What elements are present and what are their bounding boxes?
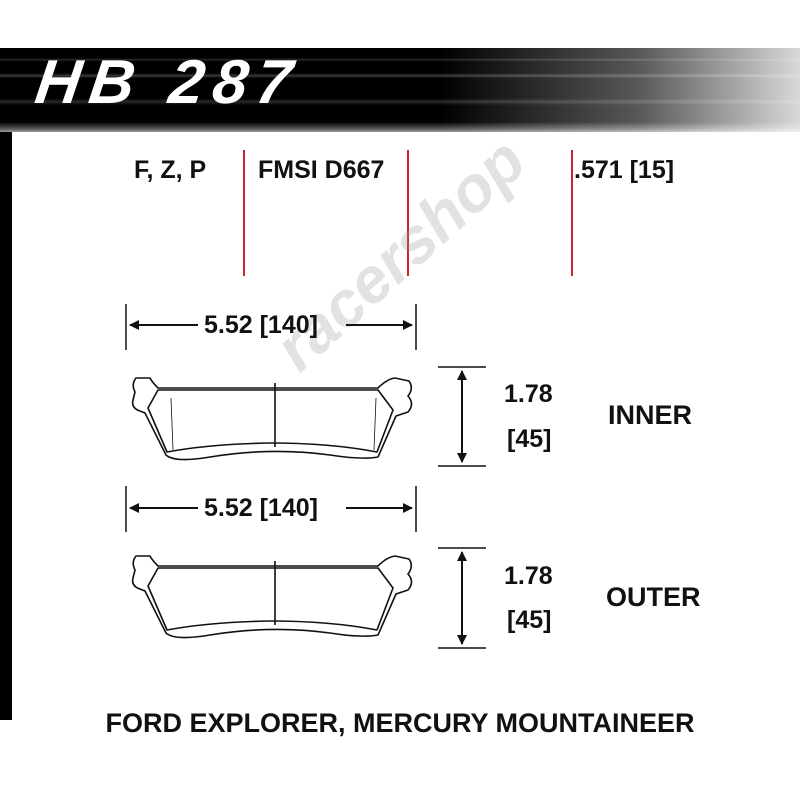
inner-width-dimension <box>125 304 417 350</box>
inner-height-inches: 1.78 <box>504 380 553 408</box>
fmsi-number: FMSI D667 <box>258 156 385 184</box>
inner-height-mm: [45] <box>507 425 552 453</box>
outer-pad-label: OUTER <box>606 582 701 612</box>
inner-height-dimension <box>438 366 486 467</box>
red-divider-3 <box>571 150 573 276</box>
pad-thickness: .571 [15] <box>574 156 675 184</box>
outer-height-dimension <box>438 547 486 649</box>
outer-height-mm: [45] <box>507 606 552 634</box>
header-fade <box>0 48 800 132</box>
left-frame-rule <box>0 132 12 720</box>
outer-width-label: 5.52 [140] <box>204 494 318 522</box>
compound-list: F, Z, P <box>134 156 207 184</box>
outer-pad-shape <box>131 555 413 639</box>
inner-pad-shape <box>131 377 413 461</box>
inner-width-label: 5.52 [140] <box>204 311 318 339</box>
vehicle-fitment: FORD EXPLORER, MERCURY MOUNTAINEER <box>105 708 695 738</box>
red-divider-2 <box>407 150 409 276</box>
inner-pad-label: INNER <box>608 400 693 430</box>
outer-height-inches: 1.78 <box>504 562 553 590</box>
outer-width-dimension <box>125 486 417 532</box>
red-divider-1 <box>243 150 245 276</box>
